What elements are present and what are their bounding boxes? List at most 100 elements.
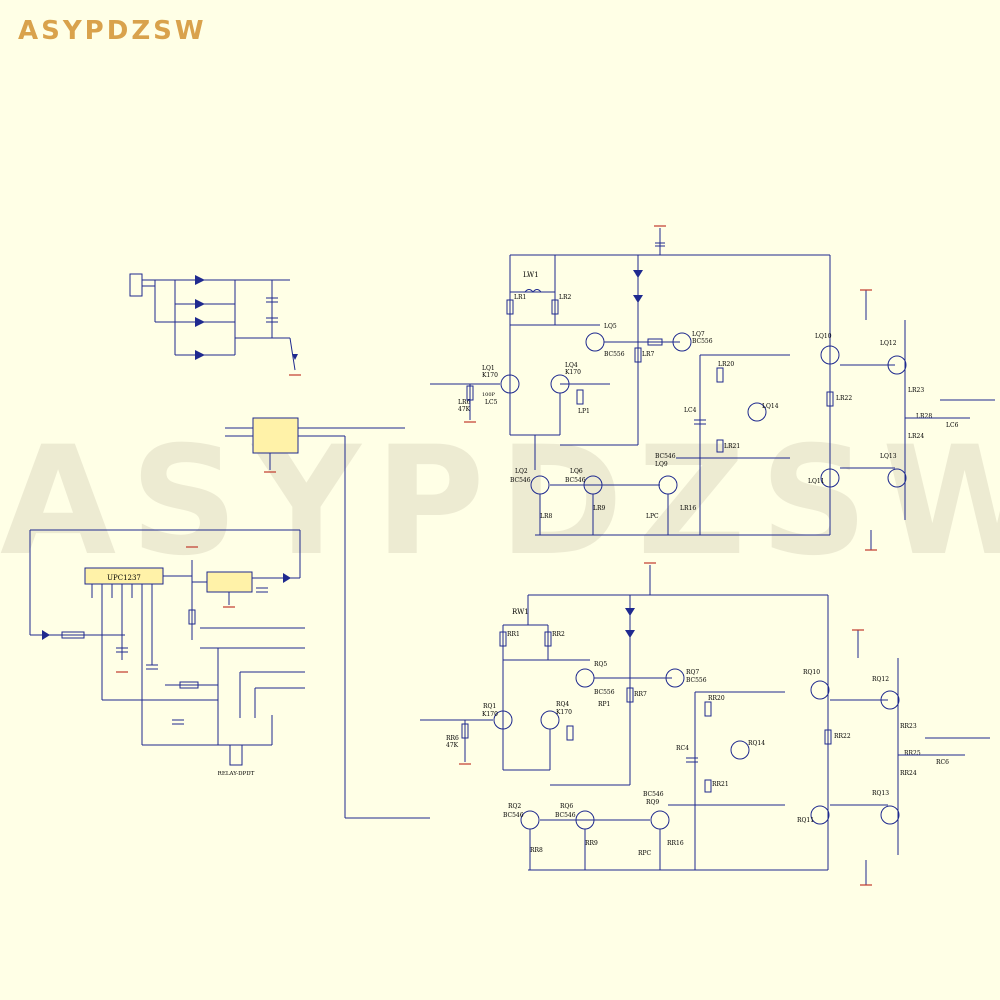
diode-icon xyxy=(633,270,643,278)
label-rr2: RR2 xyxy=(552,631,565,638)
transistor-icon xyxy=(500,374,520,394)
label-rr1: RR1 xyxy=(507,631,520,638)
label-rq1-type: K170 xyxy=(482,711,498,718)
label-lq5: LQ5 xyxy=(604,323,617,330)
diode-icon xyxy=(195,275,205,285)
resistor-icon xyxy=(826,391,834,407)
label-lq7-type: BC556 xyxy=(692,338,713,345)
transistor-icon xyxy=(665,668,685,688)
label-rr7: RR7 xyxy=(634,691,647,698)
diode-icon xyxy=(195,317,205,327)
label-rq5: RQ5 xyxy=(594,661,607,668)
label-rq4-type: K170 xyxy=(556,709,572,716)
regulator-ic xyxy=(206,571,253,593)
transistor-icon xyxy=(887,355,907,375)
transistor-icon xyxy=(730,740,750,760)
transistor-icon xyxy=(820,345,840,365)
resistor-icon xyxy=(506,299,514,315)
label-lq10: LQ10 xyxy=(815,333,832,340)
label-lq9: LQ9 xyxy=(655,461,668,468)
label-rr24: RR24 xyxy=(900,770,917,777)
label-rq5-type: BC556 xyxy=(594,689,615,696)
label-lq11: LQ11 xyxy=(808,478,825,485)
power-supply-block xyxy=(129,273,301,376)
resistor-icon xyxy=(704,701,712,717)
diode-icon xyxy=(195,299,205,309)
label-lw1: LW1 xyxy=(523,271,539,279)
transistor-icon xyxy=(880,690,900,710)
transistor-icon xyxy=(585,332,605,352)
label-rr22: RR22 xyxy=(834,733,851,740)
resistor-icon xyxy=(61,631,85,639)
label-lq1-type: K170 xyxy=(482,372,498,379)
label-lr2: LR2 xyxy=(559,294,572,301)
transistor-icon xyxy=(575,668,595,688)
label-lr24: LR24 xyxy=(908,433,924,440)
watermark: ASYPDZSW xyxy=(0,415,1000,589)
label-rq8-type: BC546 xyxy=(643,791,664,798)
label-lr8: LR8 xyxy=(540,513,553,520)
diode-icon xyxy=(283,573,291,583)
diode-icon xyxy=(625,630,635,638)
label-lq8-type: BC546 xyxy=(655,453,676,460)
label-rr23: RR23 xyxy=(900,723,917,730)
label-lr7: LR7 xyxy=(642,351,655,358)
protection-board: UPC1237 xyxy=(29,417,430,819)
label-rq7-type: BC556 xyxy=(686,677,707,684)
amp-right-channel: RW1 RR1 RR2 RQ1 K170 RR6 47K RQ4 K170 RP… xyxy=(420,562,990,886)
label-lr22: LR22 xyxy=(836,395,852,402)
transistor-icon xyxy=(880,805,900,825)
label-lpc: LPC xyxy=(646,513,659,520)
brand-logo: ASYPDZSW xyxy=(18,16,207,46)
transistor-icon xyxy=(493,710,513,730)
label-rc4: RC4 xyxy=(676,745,689,752)
label-rq4: RQ4 xyxy=(556,701,569,708)
resistor-icon xyxy=(551,299,559,315)
diode-icon xyxy=(633,295,643,303)
label-lc5: LC5 xyxy=(485,399,498,406)
label-rq2-type: BC546 xyxy=(503,812,524,819)
label-rq12: RQ12 xyxy=(872,676,889,683)
diode-icon xyxy=(292,354,298,360)
label-rpc: RPC xyxy=(638,850,652,857)
resistor-icon xyxy=(188,609,196,625)
transistor-icon xyxy=(887,468,907,488)
resistor-icon xyxy=(634,347,642,363)
label-rr21: RR21 xyxy=(712,781,729,788)
label-rr9: RR9 xyxy=(585,840,598,847)
label-rq14: RQ14 xyxy=(748,740,765,747)
label-lr1: LR1 xyxy=(514,294,526,301)
transistor-icon xyxy=(530,475,550,495)
amp-left-channel: LW1 LR1 LR2 LQ1 K170 LR6 47K LC5 100P LQ… xyxy=(430,225,995,551)
label-rq10: RQ10 xyxy=(803,669,820,676)
label-rr20: RR20 xyxy=(708,695,725,702)
label-rw1: RW1 xyxy=(512,608,529,616)
ic-upc1237-label: UPC1237 xyxy=(107,574,141,582)
label-lr9: LR9 xyxy=(593,505,606,512)
label-lq2-type: BC546 xyxy=(510,477,531,484)
label-rr6-val: 47K xyxy=(446,742,459,749)
label-lq4: LQ4 xyxy=(565,362,578,369)
diode-icon xyxy=(195,350,205,360)
label-lq7: LQ7 xyxy=(692,331,705,338)
resistor-icon xyxy=(824,729,832,745)
resistor-icon xyxy=(544,631,552,647)
transistor-icon xyxy=(810,680,830,700)
label-rr16: RR16 xyxy=(667,840,684,847)
resistor-icon xyxy=(179,681,199,689)
label-lc6: LC6 xyxy=(946,422,959,429)
resistor-icon xyxy=(499,631,507,647)
label-lq5-type: BC556 xyxy=(604,351,625,358)
label-lr16: LR16 xyxy=(680,505,696,512)
transistor-icon xyxy=(820,468,840,488)
transistor-icon xyxy=(672,332,692,352)
label-rp1: RP1 xyxy=(598,701,610,708)
diode-icon xyxy=(42,630,50,640)
svg-text:100P: 100P xyxy=(482,392,496,398)
resistor-icon xyxy=(626,687,634,703)
label-lq6-type: BC546 xyxy=(565,477,586,484)
transistor-icon xyxy=(520,810,540,830)
label-rq9: RQ9 xyxy=(646,799,659,806)
label-lq2: LQ2 xyxy=(515,468,528,475)
